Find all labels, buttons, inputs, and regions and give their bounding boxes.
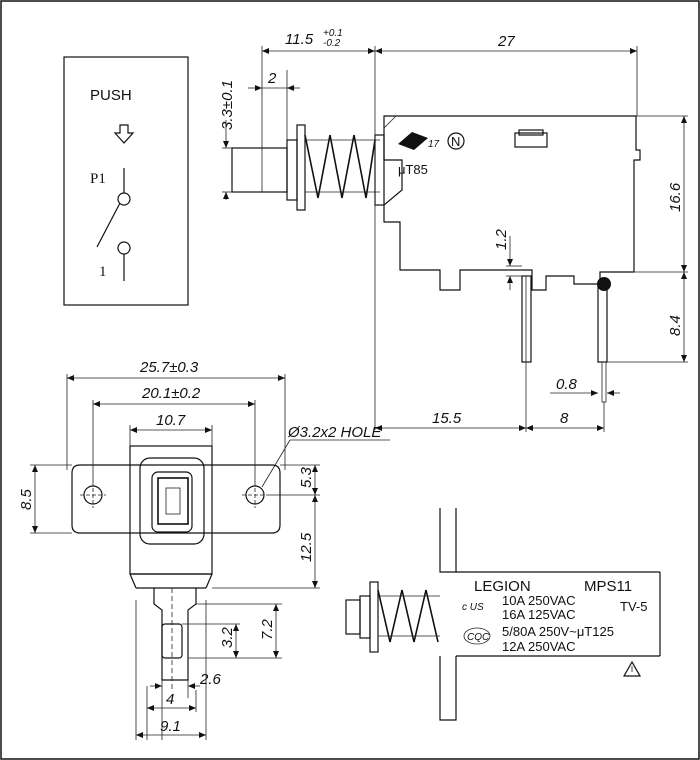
dim-hole-label: Ø3.2x2 HOLE bbox=[287, 424, 382, 441]
top-view bbox=[71, 445, 281, 690]
dim-pin-offset: 15.5 bbox=[432, 410, 462, 427]
dim-flange-height: 8.5 bbox=[18, 488, 35, 510]
dim-pin-thickness: 0.8 bbox=[556, 376, 578, 393]
top-view-dimensions: 25.7±0.3 20.1±0.2 10.7 Ø3.2x2 HOLE 8.5 5… bbox=[18, 359, 390, 740]
push-label: PUSH bbox=[90, 87, 132, 104]
symbol-box bbox=[63, 56, 189, 306]
dim-stroke-tol-minus: -0.2 bbox=[323, 38, 341, 49]
n-mark: N bbox=[451, 134, 460, 149]
terminal-p1-label: P1 bbox=[90, 171, 106, 187]
dim-body-height: 16.6 bbox=[667, 182, 684, 212]
dim-pin-gap: 2.6 bbox=[199, 671, 222, 688]
dim-button-height: 3.3±0.1 bbox=[219, 80, 236, 130]
cqc-mark-icon bbox=[463, 627, 491, 645]
dim-hole-pitch: 20.1±0.2 bbox=[141, 385, 201, 402]
dim-slot-height: 3.2 bbox=[219, 626, 236, 648]
button-top bbox=[157, 477, 189, 525]
rating-2: 16A 125VAC bbox=[502, 607, 575, 622]
n-mark-icon bbox=[447, 132, 465, 150]
label-view: LEGION MPS11 c US 10A 250VAC 16A 125VAC … bbox=[345, 508, 661, 721]
contact-bottom bbox=[117, 241, 131, 255]
dim-stroke: 11.5 bbox=[285, 31, 314, 48]
cqc-mark: CQC bbox=[467, 632, 490, 643]
terminal-1-label: 1 bbox=[99, 264, 107, 280]
temp-rating: μT85 bbox=[398, 162, 428, 177]
warning-icon bbox=[622, 660, 642, 677]
dim-body-length: 27 bbox=[497, 33, 515, 50]
model-label: MPS11 bbox=[584, 578, 632, 595]
dim-overall-width: 9.1 bbox=[160, 718, 181, 735]
tv-rating: TV-5 bbox=[620, 599, 647, 614]
spring bbox=[304, 134, 380, 199]
dim-pin-pitch: 8 bbox=[560, 410, 569, 427]
dim-notch: 1.2 bbox=[493, 228, 510, 250]
ul-mark-icon: c US bbox=[462, 602, 484, 613]
dim-mount-pitch: 25.7±0.3 bbox=[139, 359, 199, 376]
dim-stroke-tol-plus: +0.1 bbox=[323, 28, 343, 39]
mount-flange bbox=[71, 464, 281, 534]
dim-body-depth: 12.5 bbox=[298, 532, 315, 562]
rating-1: 10A 250VAC bbox=[502, 593, 575, 608]
push-arrow-icon bbox=[113, 124, 135, 144]
dim-button-width: 2 bbox=[267, 70, 277, 87]
side-view: 17 N μT85 bbox=[231, 115, 641, 403]
dim-pin-slot: 7.2 bbox=[259, 618, 276, 640]
rating-3: 5/80A 250V~μT125 bbox=[502, 624, 614, 639]
cert-mark-icon: 17 bbox=[398, 132, 440, 150]
side-view-dimensions: 11.5 +0.1 -0.2 27 2 3.3±0.1 16.6 8.4 1.2 bbox=[219, 28, 688, 432]
contact-top bbox=[117, 192, 131, 206]
dim-pin-length: 8.4 bbox=[667, 315, 684, 336]
switch-body bbox=[383, 115, 641, 291]
pin-left bbox=[521, 275, 532, 363]
switch-symbol: PUSH P1 1 bbox=[63, 56, 189, 306]
dim-pin-width: 4 bbox=[166, 691, 174, 708]
brand-label: LEGION bbox=[474, 578, 531, 595]
svg-text:17: 17 bbox=[428, 139, 440, 150]
rating-4: 12A 250VAC bbox=[502, 639, 575, 654]
dim-flange-half: 5.3 bbox=[298, 466, 315, 488]
pin-right bbox=[597, 283, 608, 363]
dim-body-width: 10.7 bbox=[156, 412, 186, 429]
